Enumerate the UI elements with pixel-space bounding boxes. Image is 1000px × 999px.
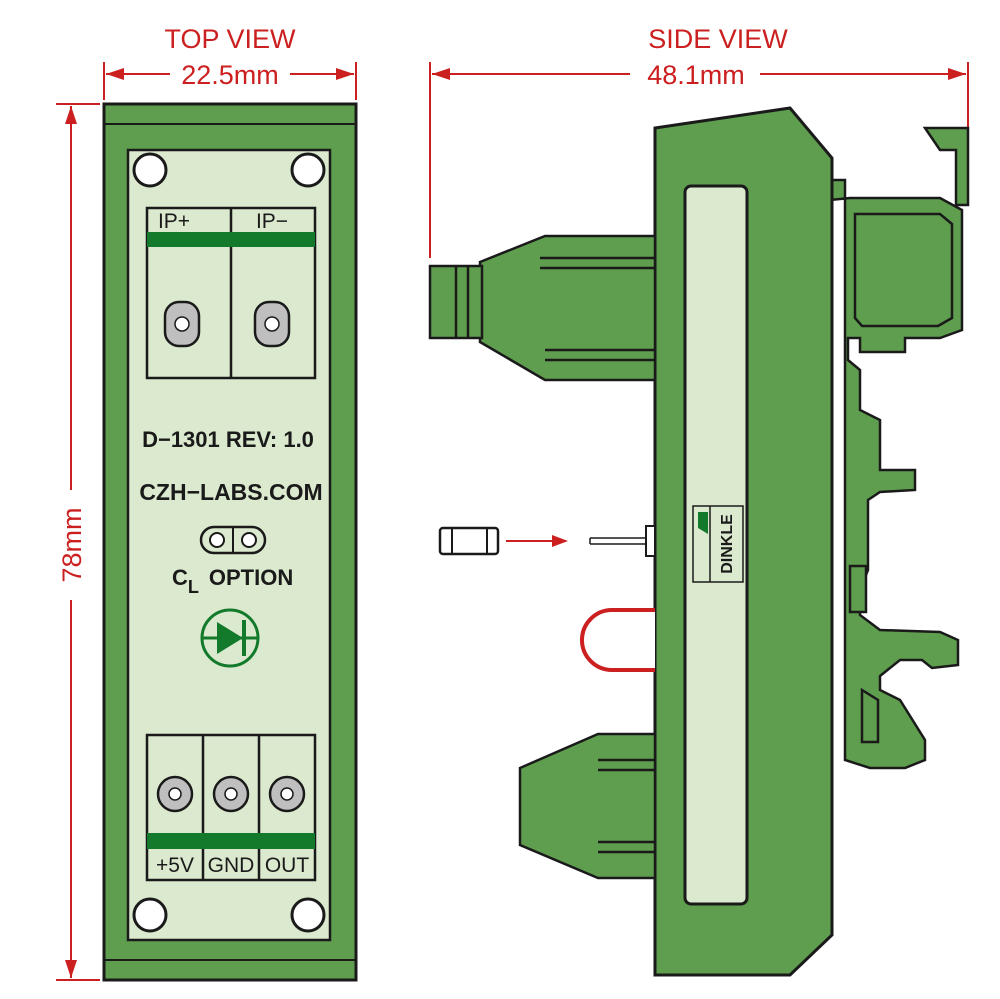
side-view: SIDE VIEW 48.1mm DINKLE xyxy=(428,24,970,977)
cap-option-label: CL OPTION xyxy=(172,565,293,597)
mounting-hole xyxy=(132,897,168,933)
upper-plug-terminal xyxy=(428,234,657,382)
model-revision-text: D−1301 REV: 1.0 xyxy=(142,427,314,452)
mounting-hole xyxy=(290,897,326,933)
input-terminal-block: IP+ IP− xyxy=(145,206,317,380)
capacitor-option-pads xyxy=(199,525,267,555)
dinkle-logo: DINKLE xyxy=(692,505,744,583)
side-width-dimension: 48.1mm xyxy=(429,60,969,258)
diode-symbol xyxy=(200,608,260,668)
led-indicator xyxy=(580,608,655,672)
top-view-title: TOP VIEW xyxy=(164,24,296,54)
cap-symbol: C xyxy=(172,565,188,590)
component-insertion xyxy=(438,525,656,557)
mounting-hole xyxy=(132,152,168,188)
terminal-label-out: OUT xyxy=(265,854,310,877)
terminal-bar xyxy=(147,232,315,247)
terminal-bar xyxy=(147,833,315,849)
resistor-component xyxy=(438,526,500,556)
option-label: OPTION xyxy=(209,565,293,590)
top-height-dimension: 78mm xyxy=(56,103,100,981)
website-text: CZH−LABS.COM xyxy=(139,479,322,505)
top-width-label: 22.5mm xyxy=(181,60,279,90)
top-width-dimension: 22.5mm xyxy=(103,60,357,100)
terminal-label-gnd: GND xyxy=(208,854,255,877)
mounting-hole xyxy=(290,152,326,188)
top-view: TOP VIEW 22.5mm 78mm xyxy=(56,24,358,982)
din-rail-clip xyxy=(828,126,970,770)
side-width-label: 48.1mm xyxy=(647,60,745,90)
output-terminal-block: +5V GND OUT xyxy=(145,733,317,882)
terminal-label-ip-minus: IP− xyxy=(256,210,288,233)
brand-text: DINKLE xyxy=(719,514,736,574)
side-view-title: SIDE VIEW xyxy=(648,24,788,54)
terminal-label-ip-plus: IP+ xyxy=(158,210,190,233)
lower-plug-terminal xyxy=(518,732,657,880)
top-height-label: 78mm xyxy=(57,507,87,582)
terminal-label-5v: +5V xyxy=(156,854,194,877)
cap-subscript: L xyxy=(188,577,199,597)
